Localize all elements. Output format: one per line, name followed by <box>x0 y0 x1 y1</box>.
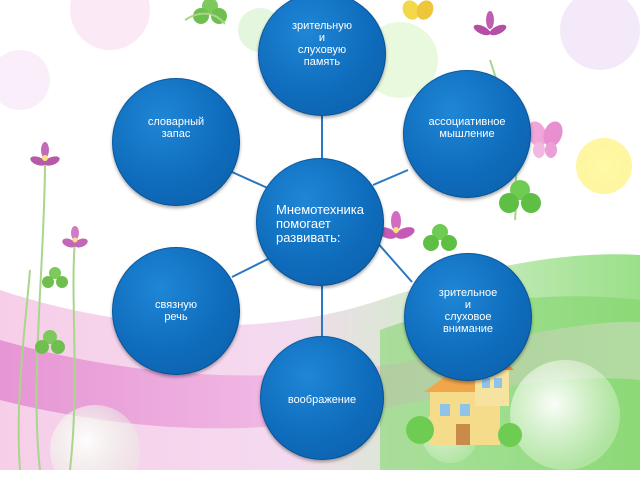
node-label: ассоциативное мышление <box>428 116 506 140</box>
node-memory: зрительную и слуховую память <box>258 0 386 116</box>
node-association: ассоциативное мышление <box>403 70 531 198</box>
node-label: зрительное и слуховое внимание <box>438 287 498 335</box>
node-attention: зрительное и слуховое внимание <box>404 253 532 381</box>
connector-association <box>372 169 409 186</box>
node-label: связную речь <box>154 299 198 323</box>
node-center: Мнемотехника помогает развивать: <box>256 158 384 286</box>
node-label: зрительную и слуховую память <box>292 20 352 68</box>
node-label: словарный запас <box>147 116 205 140</box>
node-imagination: воображение <box>260 336 384 460</box>
center-label: Мнемотехника помогает развивать: <box>275 202 365 245</box>
node-label: воображение <box>287 394 357 406</box>
node-speech: связную речь <box>112 247 240 375</box>
node-vocabulary: словарный запас <box>112 78 240 206</box>
connector-attention <box>374 239 413 283</box>
connector-speech <box>231 257 271 278</box>
